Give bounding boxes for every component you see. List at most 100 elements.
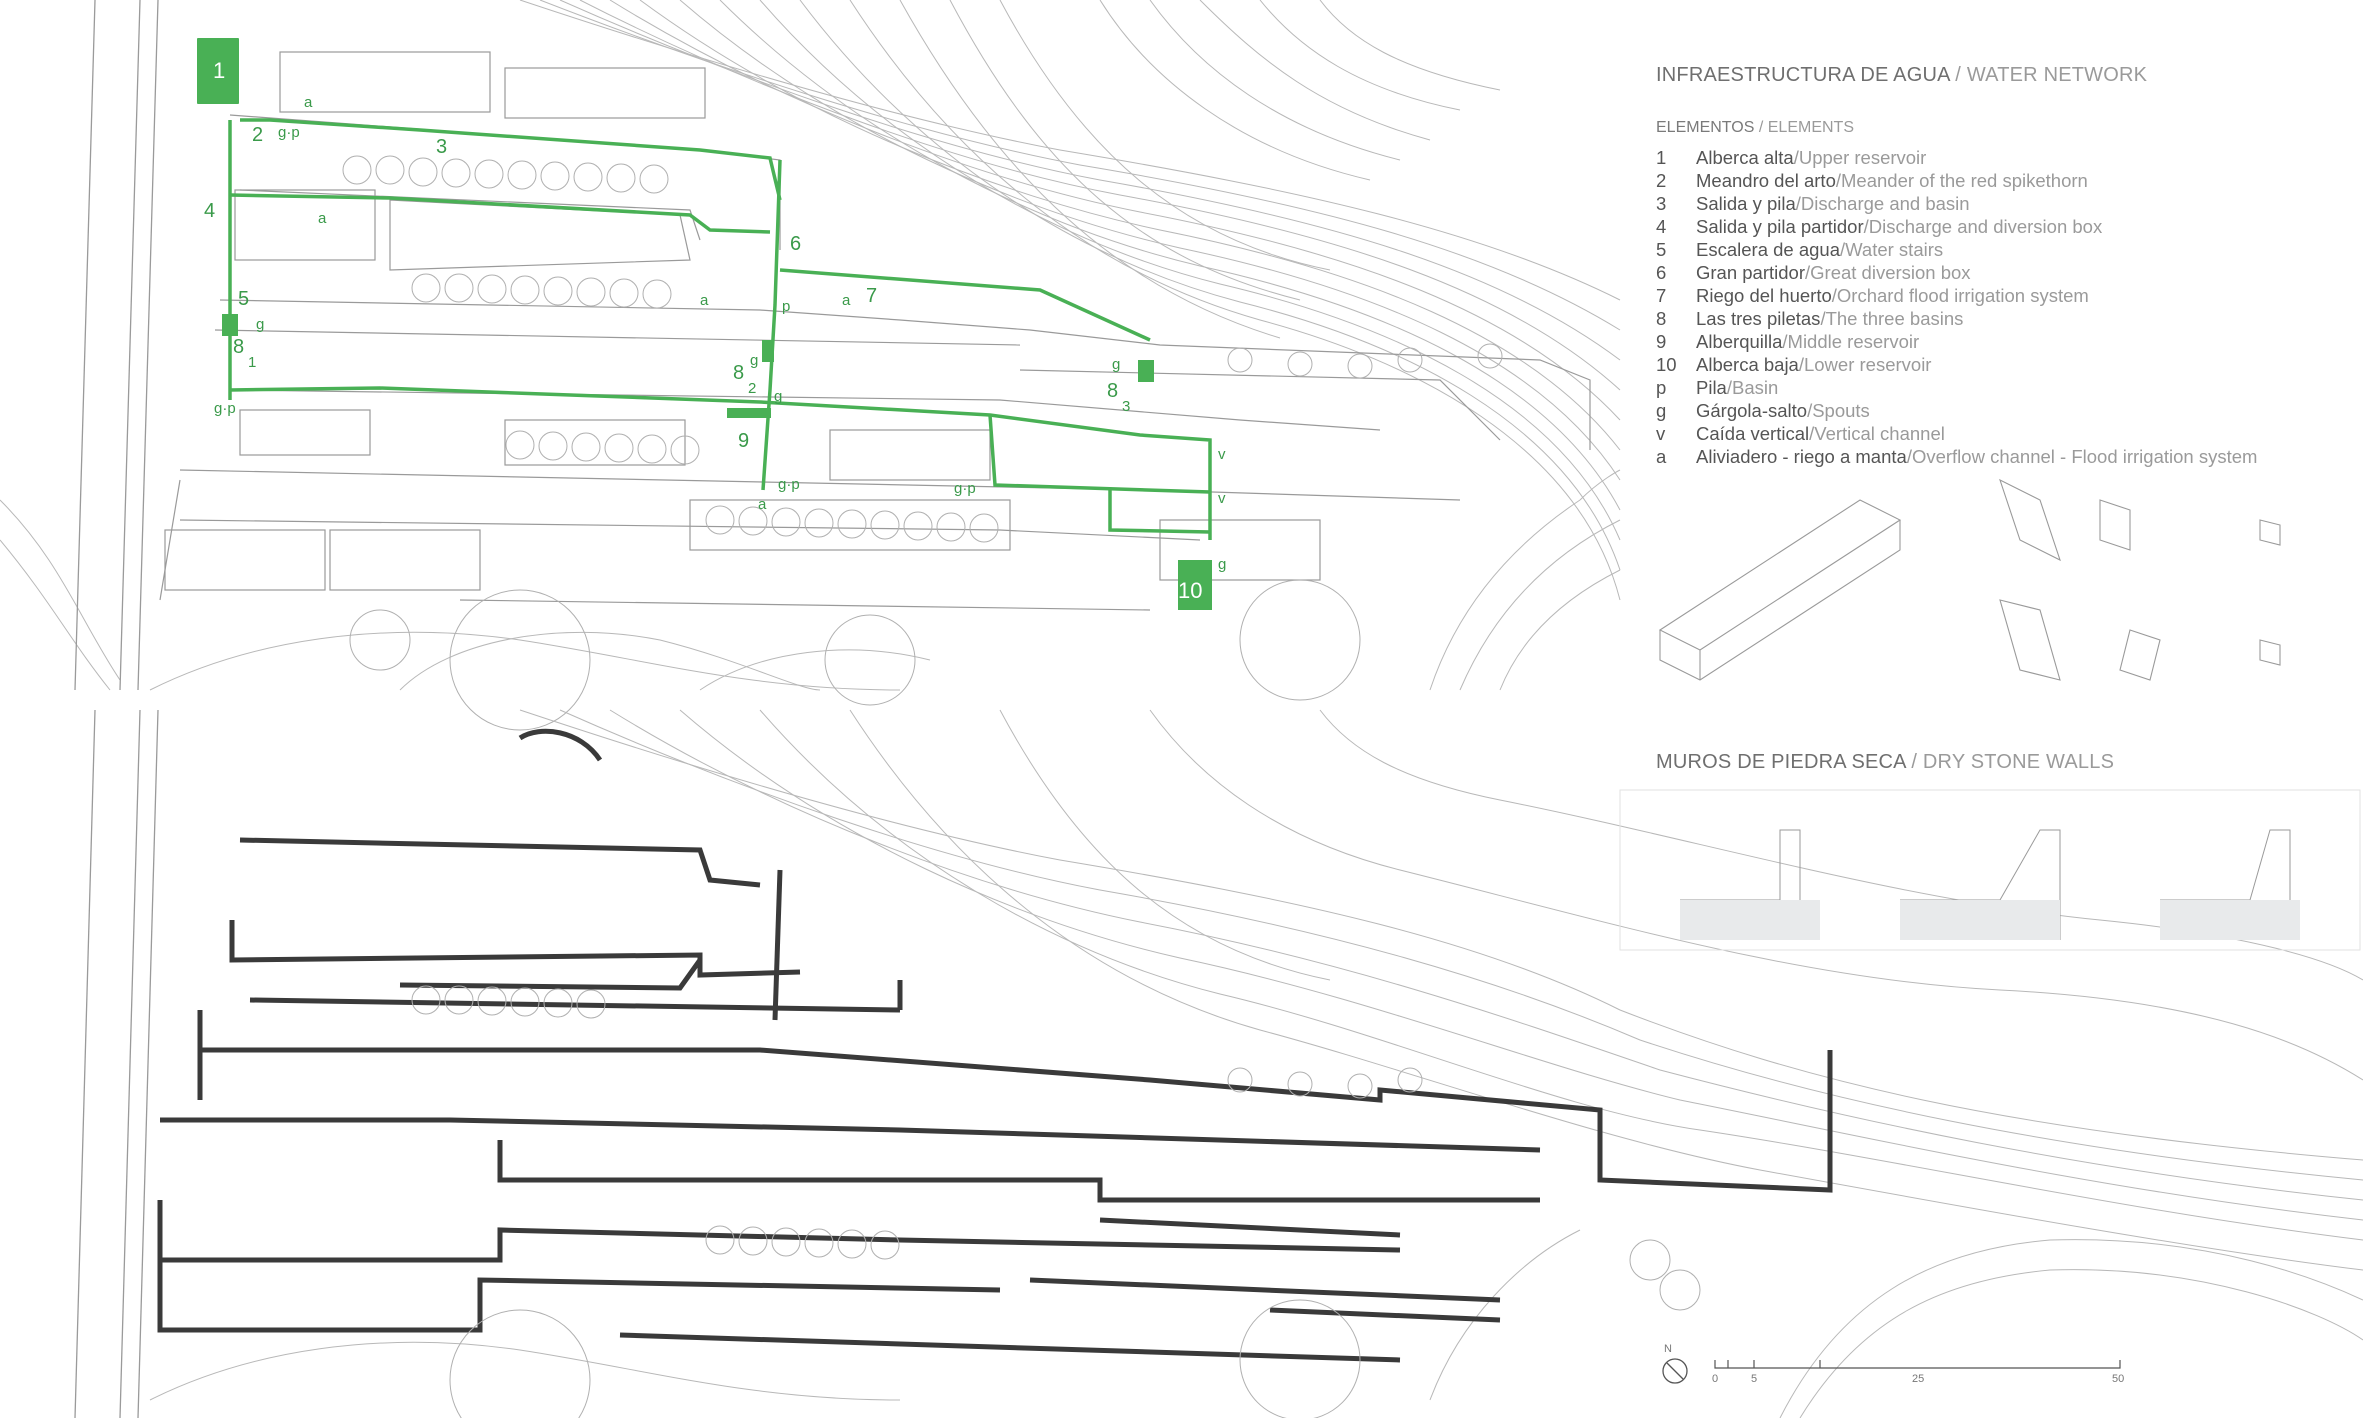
legend-item-1: 1 Alberca alta / Upper reservoir bbox=[1656, 146, 2257, 169]
legend-item-g: g Gárgola-salto / Spouts bbox=[1656, 399, 2257, 422]
label-g-1: g bbox=[256, 316, 265, 333]
label-lower-reservoir: 10 bbox=[1178, 578, 1203, 603]
legend-separator: / bbox=[1831, 285, 1837, 306]
legend-label-en: Middle reservoir bbox=[1787, 331, 1920, 352]
legend-item-p: p Pila / Basin bbox=[1656, 376, 2257, 399]
label-a-1: a bbox=[304, 94, 313, 111]
walls-title-en: DRY STONE WALLS bbox=[1922, 751, 2115, 773]
label-a-5: a bbox=[758, 496, 767, 513]
reservoirs bbox=[197, 38, 1212, 610]
label-a-2: a bbox=[318, 210, 327, 227]
scale-bar bbox=[1714, 1360, 2121, 1369]
legend-separator: / bbox=[1809, 423, 1815, 444]
legend-label-en: Discharge and basin bbox=[1800, 193, 1970, 214]
legend-label-es: Escalera de agua bbox=[1696, 239, 1840, 260]
water-network-plan bbox=[0, 0, 2281, 731]
scale-label-0: 0 bbox=[1712, 1373, 1719, 1385]
north-arrow bbox=[1662, 1358, 1688, 1384]
legend-key: p bbox=[1656, 377, 1667, 398]
legend-heading-sep: / bbox=[1754, 119, 1768, 136]
label-g-4: g bbox=[1112, 356, 1121, 373]
label-g-3: g bbox=[774, 388, 783, 405]
legend-label-en: Discharge and diversion box bbox=[1868, 216, 2103, 237]
scale-label-25: 25 bbox=[1912, 1373, 1925, 1385]
legend-label-es: Aliviadero - riego a manta bbox=[1696, 446, 1907, 467]
legend-key: 7 bbox=[1656, 285, 1667, 306]
wall-section-drawings bbox=[1619, 789, 2361, 951]
legend-key: 1 bbox=[1656, 147, 1667, 168]
legend-label-es: Gárgola-salto bbox=[1696, 400, 1808, 421]
legend-separator: / bbox=[1807, 400, 1813, 421]
label-upper-reservoir: 1 bbox=[213, 58, 226, 83]
label-meander: 2 bbox=[252, 124, 264, 146]
label-middle-reservoir: 9 bbox=[738, 430, 750, 452]
legend-label-es: Alberca alta bbox=[1696, 147, 1794, 168]
trees-lower bbox=[411, 985, 1701, 1418]
legend-label-en: Great diversion box bbox=[1810, 262, 1971, 283]
legend-separator: / bbox=[1805, 262, 1811, 283]
legend-separator: / bbox=[1840, 239, 1846, 260]
label-g-2: g bbox=[750, 352, 759, 369]
legend-separator: / bbox=[1835, 170, 1842, 191]
legend-label-en: Lower reservoir bbox=[1803, 354, 1932, 375]
legend-label-es: Pila bbox=[1696, 377, 1727, 398]
legend-key: g bbox=[1656, 400, 1667, 421]
walls-title-sep: / bbox=[1905, 751, 1923, 773]
legend-label-en: Spouts bbox=[1812, 400, 1870, 421]
label-gp-4: g·p bbox=[954, 480, 976, 497]
legend-key: 3 bbox=[1656, 193, 1667, 214]
scale-label-50: 50 bbox=[2112, 1373, 2125, 1385]
legend-label-en: Water stairs bbox=[1845, 239, 1944, 260]
legend-separator: / bbox=[1793, 147, 1799, 168]
north-label: N bbox=[1664, 1343, 1672, 1355]
legend-key: 10 bbox=[1656, 354, 1677, 375]
label-v-2: v bbox=[1218, 490, 1226, 507]
legend-separator: / bbox=[1906, 446, 1912, 467]
legend-label-en: Vertical channel bbox=[1814, 423, 1945, 444]
label-great-diversion-box: 6 bbox=[790, 233, 802, 255]
label-basin-8-3-sub: 3 bbox=[1122, 398, 1131, 415]
legend-key: v bbox=[1656, 423, 1666, 444]
legend-key: 9 bbox=[1656, 331, 1667, 352]
label-diversion-box: 4 bbox=[204, 200, 216, 222]
legend-label-es: Alberquilla bbox=[1696, 331, 1783, 352]
label-a-4: a bbox=[842, 292, 851, 309]
legend-label-es: Las tres piletas bbox=[1696, 308, 1821, 329]
legend-label-es: Salida y pila bbox=[1696, 193, 1796, 214]
pipe-network bbox=[228, 118, 1212, 540]
label-v-1: v bbox=[1218, 446, 1226, 463]
road bbox=[74, 0, 159, 691]
label-basin-8-2-sub: 2 bbox=[748, 380, 757, 397]
label-basin-8-1-sub: 1 bbox=[248, 354, 257, 371]
legend-separator: / bbox=[1726, 377, 1732, 398]
legend-label-es: Alberca baja bbox=[1696, 354, 1799, 375]
legend-label-es: Salida y pila partidor bbox=[1696, 216, 1864, 237]
legend-label-en: Upper reservoir bbox=[1798, 147, 1927, 168]
scale-label-5: 5 bbox=[1751, 1373, 1758, 1385]
legend-item-7: 7 Riego del huerto / Orchard flood irriga… bbox=[1656, 284, 2257, 307]
label-discharge-basin: 3 bbox=[436, 136, 448, 158]
legend-label-en: Orchard flood irrigation system bbox=[1836, 285, 2089, 306]
label-basin-8-2: 8 bbox=[733, 362, 745, 384]
walls-title-es: MUROS DE PIEDRA SECA bbox=[1656, 751, 1906, 773]
water-title-sep: / bbox=[1949, 64, 1967, 86]
axonometric-reservoir-sketches bbox=[1658, 478, 2281, 681]
label-orchard-irrigation: 7 bbox=[866, 285, 878, 307]
label-gp-2: g·p bbox=[214, 400, 236, 417]
road-lower bbox=[74, 709, 159, 1418]
legend-separator: / bbox=[1798, 354, 1804, 375]
legend-key: a bbox=[1656, 446, 1667, 467]
legend-key: 8 bbox=[1656, 308, 1667, 329]
label-water-stairs: 5 bbox=[238, 288, 250, 310]
legend-label-en: Basin bbox=[1732, 377, 1779, 398]
legend-separator: / bbox=[1863, 216, 1869, 237]
legend-label-es: Riego del huerto bbox=[1696, 285, 1832, 306]
water-title-en: WATER NETWORK bbox=[1966, 64, 2148, 86]
walls bbox=[157, 728, 1833, 1363]
legend-label-en: The three basins bbox=[1825, 308, 1964, 329]
